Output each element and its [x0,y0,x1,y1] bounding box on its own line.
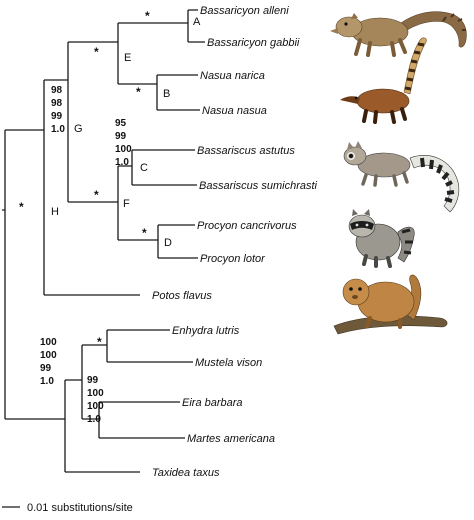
node-label-E: E [124,52,131,64]
branch-B [118,74,200,111]
support-G-3: 99 [51,111,63,122]
support-mustelid-2: 100 [40,350,57,361]
node-label-G: G [74,123,83,135]
taxon-martes-americana: Martes americana [187,433,275,445]
taxon-eira-barbara: Eira barbara [182,397,243,409]
taxon-bassaricyon-gabbii: Bassaricyon gabbii [207,37,300,49]
taxon-labels: Bassaricyon alleni Bassaricyon gabbii Na… [152,5,318,479]
taxon-enhydra-lutris: Enhydra lutris [172,325,240,337]
support-C-2: 99 [115,131,127,142]
support-mustelid-4: 1.0 [40,376,54,387]
branch-A [118,9,205,43]
ringtail-illustration [343,141,460,213]
branch-E [68,23,119,84]
taxon-nasua-nasua: Nasua nasua [202,105,267,117]
branch-enhydra-mustela [82,329,193,363]
support-star-F: * [94,188,99,202]
scale-bar-label: 0.01 substitutions/site [27,502,133,514]
branch-D [118,224,198,259]
support-C-4: 1.0 [115,157,129,168]
branch-F [68,166,119,240]
branch-C [118,149,197,186]
support-star-B: * [136,85,141,99]
taxon-mustela-vison: Mustela vison [195,357,262,369]
support-C-1: 95 [115,118,127,129]
taxon-procyon-cancrivorus: Procyon cancrivorus [197,220,297,232]
node-labels: A E B G C F H D [51,16,201,249]
tree-branches [2,9,205,473]
taxon-potos-flavus: Potos flavus [152,290,212,302]
support-star-D: * [142,226,147,240]
taxon-nasua-narica: Nasua narica [200,70,265,82]
branch-eira-martes [82,401,185,439]
support-mustelid-1: 100 [40,337,57,348]
olingo-illustration [330,11,467,57]
support-star-H: * [19,200,24,214]
raccoon-illustration [348,209,415,268]
support-G-1: 98 [51,85,63,96]
branch-G [44,42,69,202]
support-G-2: 98 [51,98,63,109]
support-eira-2: 100 [87,388,104,399]
taxon-procyon-lotor: Procyon lotor [200,253,266,265]
support-G-4: 1.0 [51,124,65,135]
taxon-taxidea-taxus: Taxidea taxus [152,467,220,479]
support-star-enhydra-mustela: * [97,335,102,349]
support-values: * * * * * * * 98 98 99 1.0 95 99 100 1.0… [19,9,150,425]
node-label-A: A [193,16,201,28]
support-eira-3: 100 [87,401,104,412]
scale-bar: 0.01 substitutions/site [2,502,133,514]
branch-H [5,80,140,296]
support-eira-4: 1.0 [87,414,101,425]
branch-mustelid-inner [65,345,83,419]
taxon-bassariscus-sumichrasti: Bassariscus sumichrasti [199,180,318,192]
node-label-F: F [123,198,130,210]
node-label-H: H [51,206,59,218]
support-mustelid-3: 99 [40,363,52,374]
support-star-A: * [145,9,150,23]
node-label-C: C [140,162,148,174]
coati-illustration [340,37,427,124]
node-label-D: D [164,237,172,249]
node-label-B: B [163,88,170,100]
branch-root [2,130,6,419]
kinkajou-illustration [333,274,448,335]
support-C-3: 100 [115,144,132,155]
taxon-bassariscus-astutus: Bassariscus astutus [197,145,295,157]
taxon-bassaricyon-alleni: Bassaricyon alleni [200,5,289,17]
support-star-E: * [94,45,99,59]
support-eira-1: 99 [87,375,99,386]
branch-mustelid-clade [5,380,140,473]
